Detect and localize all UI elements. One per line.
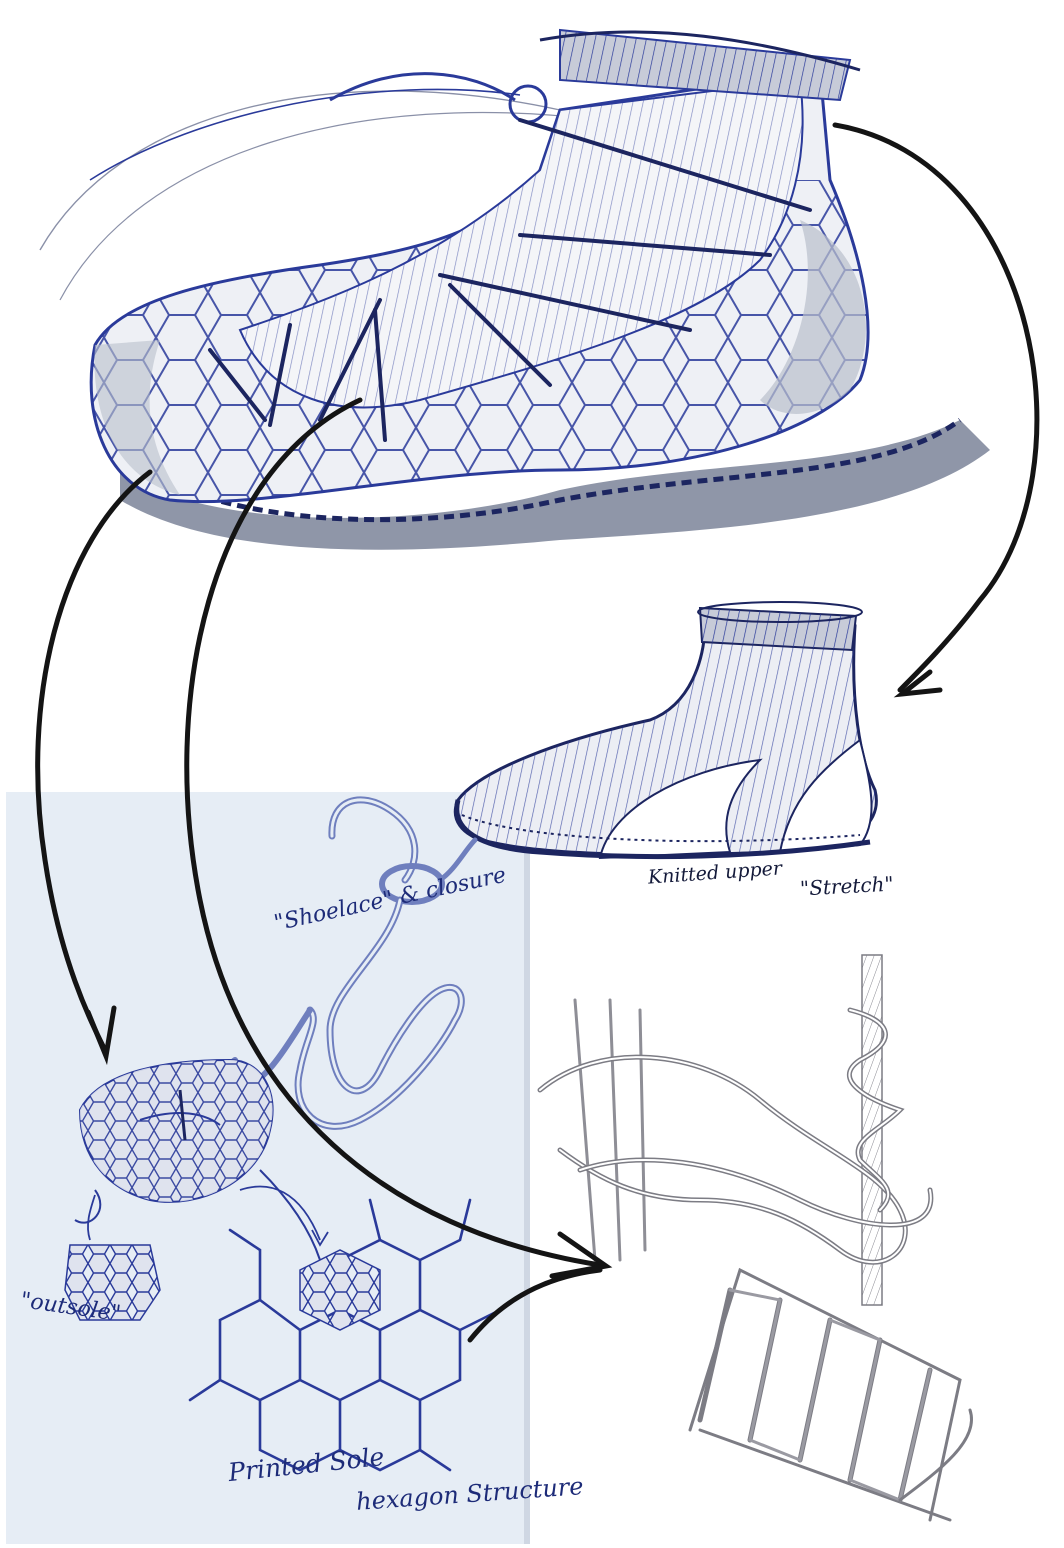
blue-paper-sheet [6, 792, 528, 1544]
main-shoe-sketch [40, 30, 990, 550]
braided-lace-sketch [540, 955, 972, 1520]
arrow-to-knitted-upper [835, 125, 1037, 690]
annotation-stretch: "Stretch" [800, 874, 895, 900]
knitted-upper-sketch [440, 600, 900, 870]
